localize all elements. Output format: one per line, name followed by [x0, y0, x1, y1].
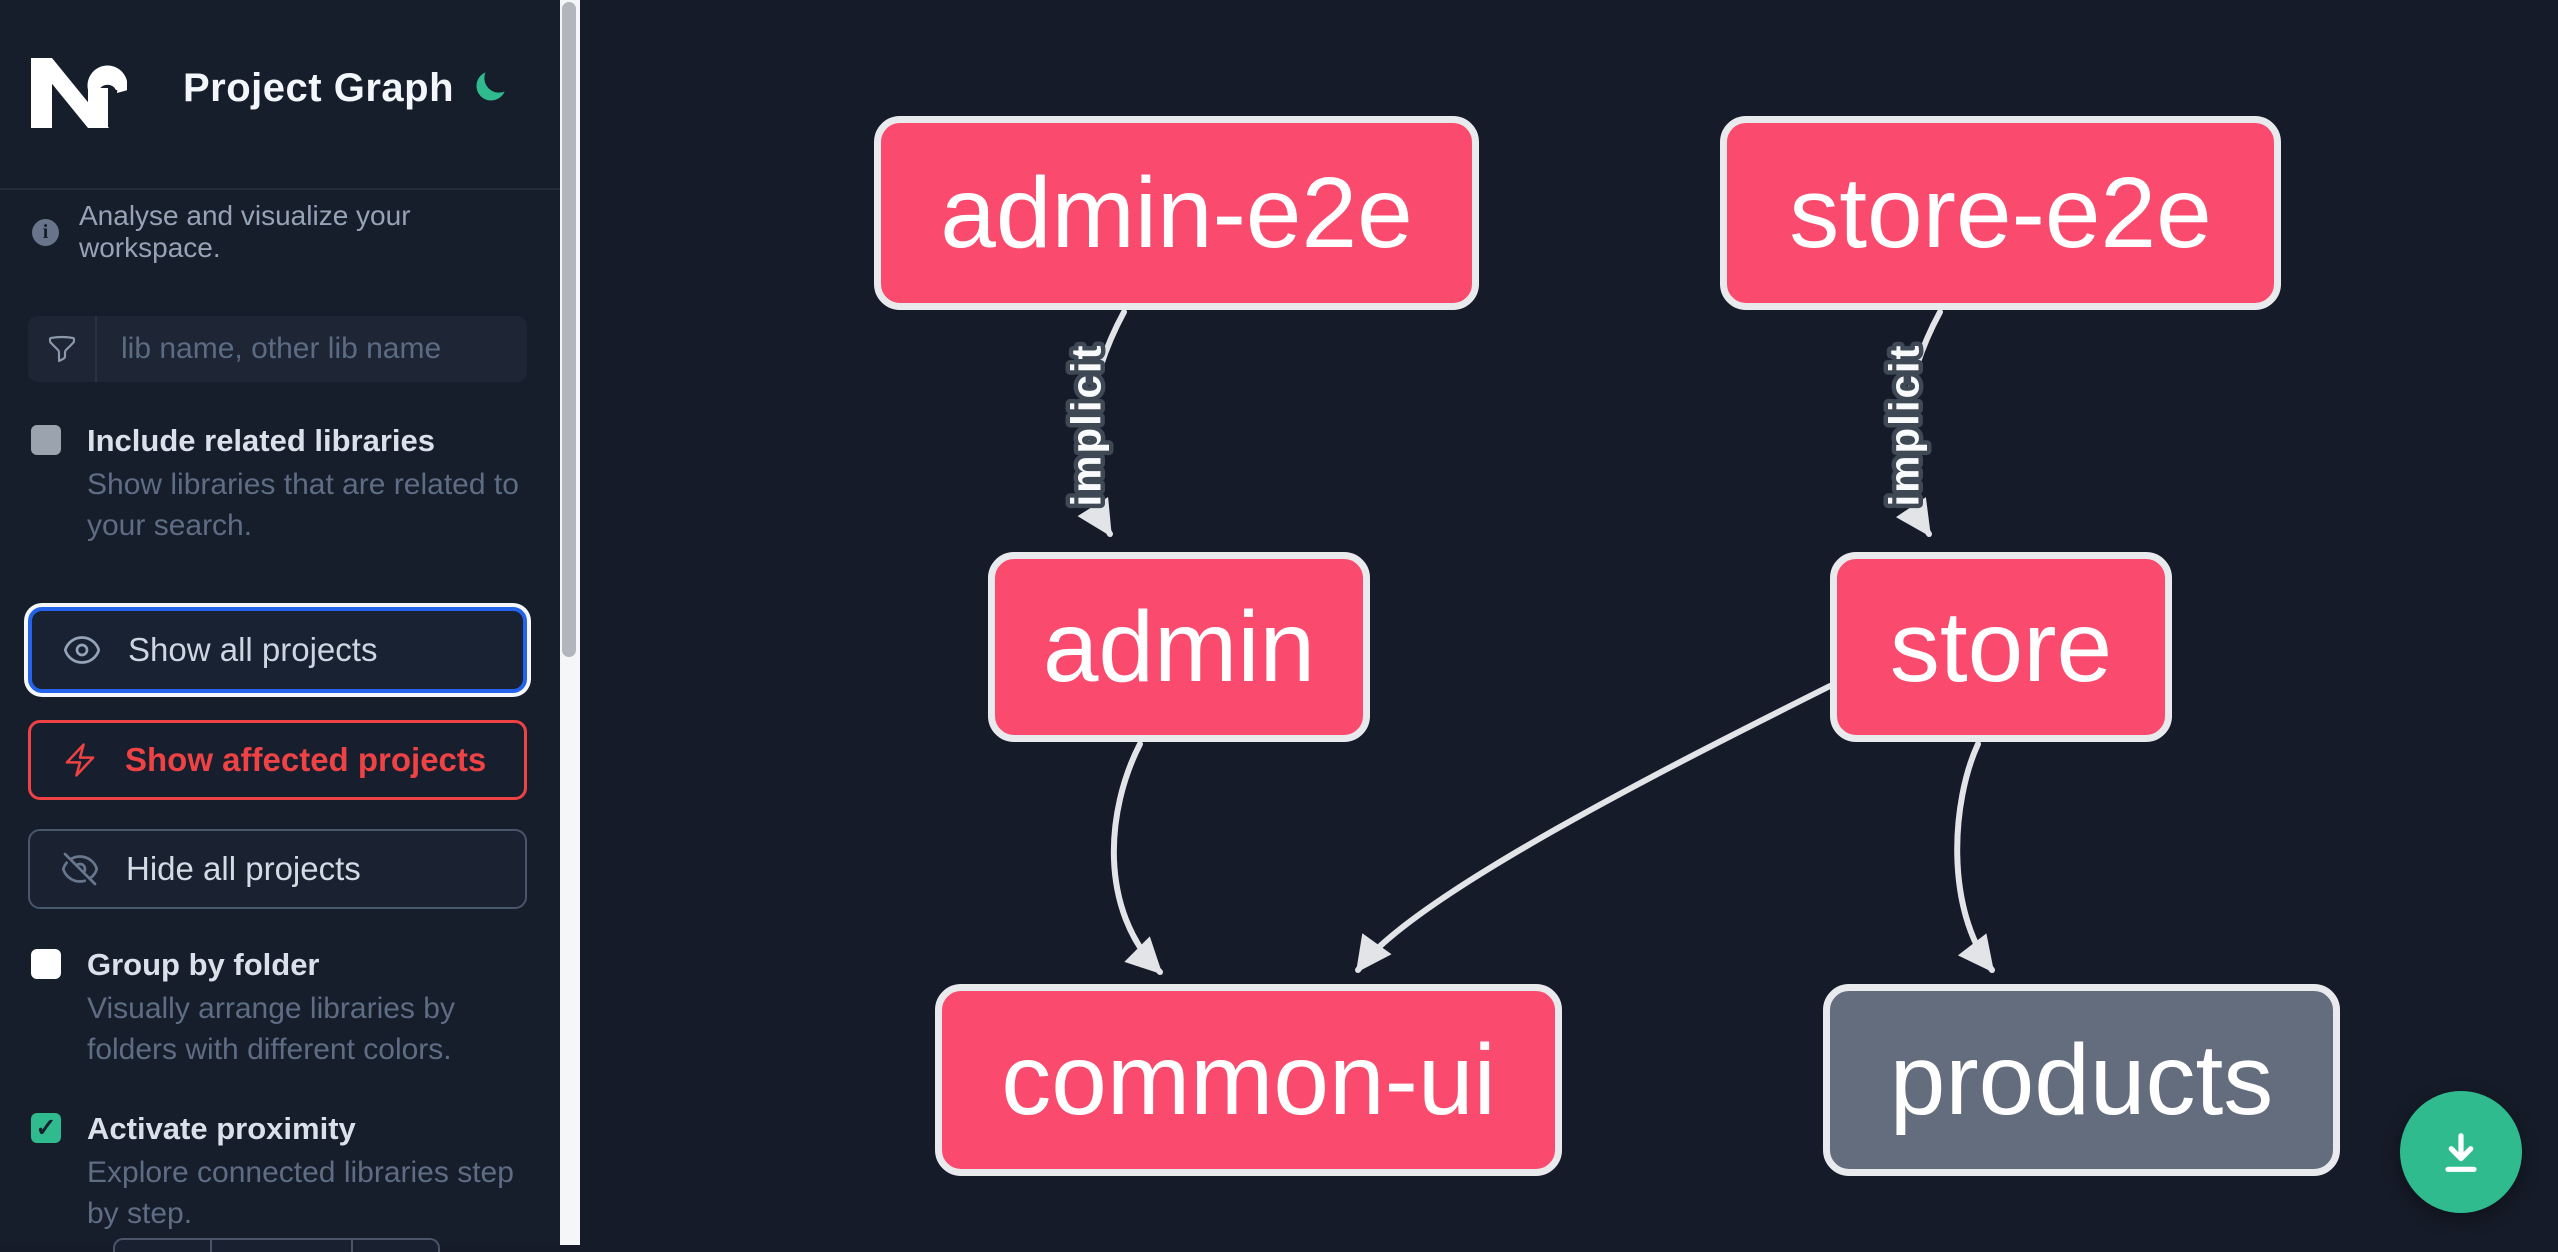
toggle-description: Show libraries that are related to your …	[87, 468, 519, 542]
graph-node-common-ui[interactable]: common-ui	[935, 984, 1562, 1176]
checkbox-group-by-folder[interactable]	[31, 949, 61, 979]
show-all-projects-button[interactable]: Show all projects	[28, 607, 527, 693]
moon-icon[interactable]	[470, 68, 510, 108]
button-label: Hide all projects	[126, 850, 361, 887]
toggle-label: Group by folder	[87, 947, 320, 982]
download-graph-button[interactable]	[2400, 1091, 2522, 1213]
proximity-stepper	[113, 1238, 440, 1252]
stepper-value-cell	[210, 1240, 351, 1252]
toggle-description: Explore connected libraries step by step…	[87, 1156, 514, 1230]
edge-admin-e2e-to-admin	[1077, 309, 1127, 538]
toggle-label: Activate proximity	[87, 1111, 356, 1146]
sidebar: Project Graph i Analyse and visualize yo…	[0, 0, 560, 1252]
filter-funnel-icon	[28, 316, 97, 382]
sidebar-scrollbar-track	[560, 0, 580, 1245]
tagline-text: Analyse and visualize your workspace.	[79, 200, 411, 263]
graph-node-store-e2e[interactable]: store-e2e	[1720, 116, 2281, 310]
graph-node-admin[interactable]: admin	[988, 552, 1370, 742]
page-title: Project Graph	[183, 66, 455, 110]
search-input[interactable]	[97, 316, 527, 382]
show-affected-projects-button[interactable]: Show affected projects	[28, 720, 527, 800]
checkbox-include-related[interactable]	[31, 425, 61, 455]
edge-store-to-common-ui	[1355, 683, 1833, 973]
eye-icon	[62, 630, 102, 670]
eye-slash-icon	[60, 849, 100, 889]
graph-node-admin-e2e[interactable]: admin-e2e	[874, 116, 1479, 310]
edge-store-to-products	[1954, 741, 1995, 973]
stepper-increment-button[interactable]	[351, 1240, 438, 1252]
search-box	[28, 316, 527, 382]
edge-label-implicit-store: implicit	[1881, 343, 1928, 506]
button-label: Show all projects	[128, 631, 378, 668]
download-icon	[2435, 1126, 2487, 1178]
project-graph-canvas[interactable]: implicit implicit admin-e2e store-e2e ad…	[582, 0, 2558, 1245]
graph-node-products[interactable]: products	[1823, 984, 2340, 1176]
sidebar-scrollbar-thumb[interactable]	[562, 2, 576, 657]
toggle-description: Visually arrange libraries by folders wi…	[87, 992, 455, 1066]
edge-label-implicit-admin: implicit	[1063, 343, 1110, 506]
toggle-label: Include related libraries	[87, 423, 436, 458]
workspace-info: i Analyse and visualize your workspace.	[32, 200, 532, 264]
graph-node-store[interactable]: store	[1830, 552, 2172, 742]
stepper-decrement-button[interactable]	[115, 1240, 210, 1252]
bolt-icon	[61, 741, 99, 779]
nx-logo-icon	[31, 58, 128, 128]
header-divider	[0, 188, 560, 190]
button-label: Show affected projects	[125, 741, 487, 778]
info-icon: i	[32, 218, 59, 246]
edge-store-e2e-to-store	[1896, 309, 1943, 537]
hide-all-projects-button[interactable]: Hide all projects	[28, 829, 527, 909]
checkbox-activate-proximity-checked[interactable]: ✓	[31, 1113, 61, 1143]
edge-admin-to-common-ui	[1110, 741, 1163, 975]
